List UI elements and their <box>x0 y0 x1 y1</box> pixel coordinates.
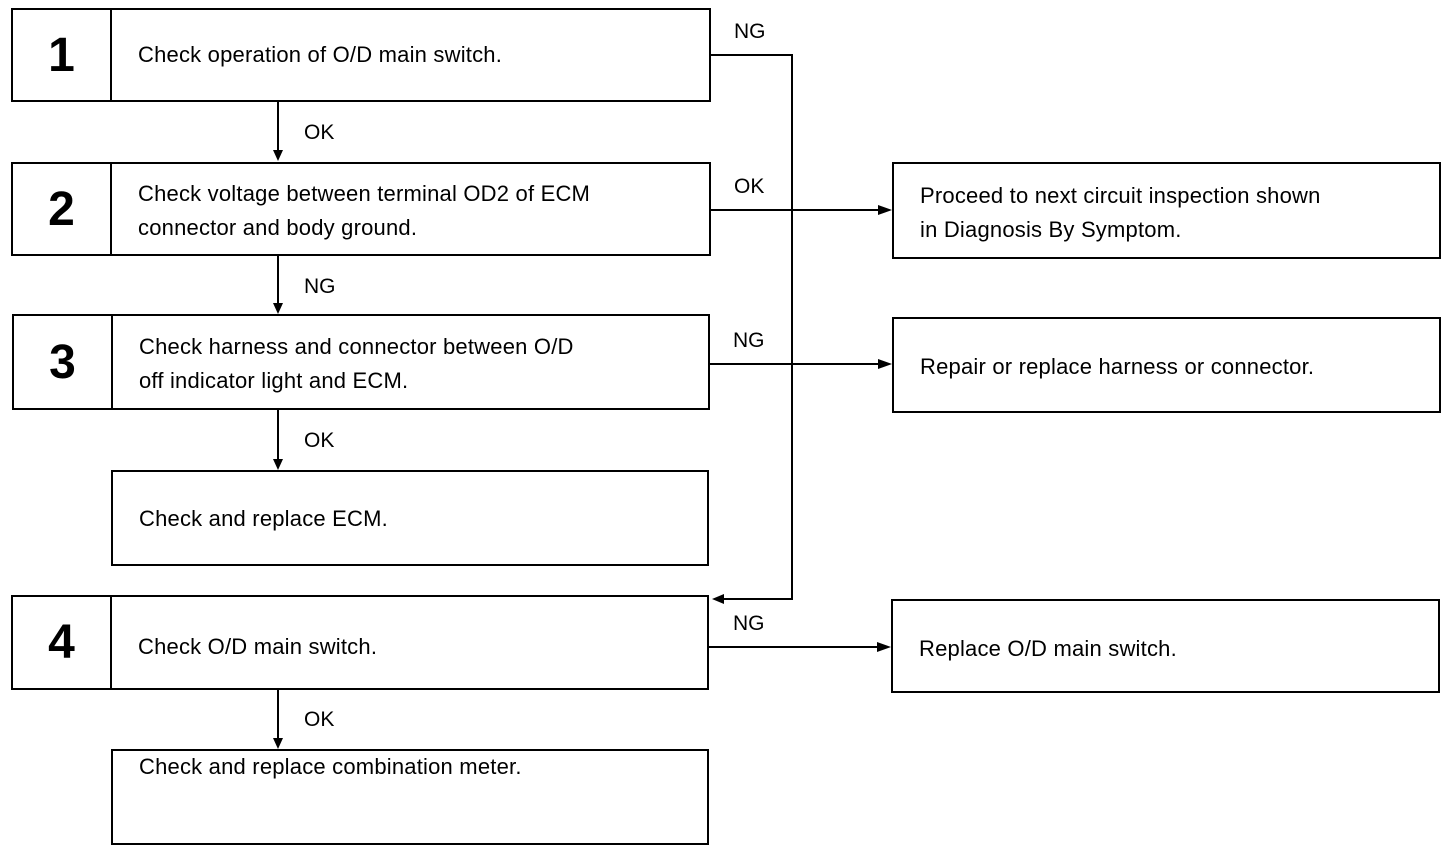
result-replace-ecm-text: Check and replace ECM. <box>139 506 388 531</box>
step-3-box <box>12 314 710 410</box>
connector-1-to-4 <box>710 54 793 600</box>
step-2-box <box>11 162 711 256</box>
result-next-circuit-box <box>892 162 1441 259</box>
arrowhead-2-to-next <box>878 205 892 215</box>
result-next-circuit-text: Proceed to next circuit inspection shown… <box>920 183 1321 242</box>
label-ng-4-replace: NG <box>733 612 765 635</box>
arrowhead-4-to-replace <box>877 642 891 652</box>
label-ok-4-meter: OK <box>304 708 335 731</box>
result-repair-harness-box <box>892 317 1441 413</box>
step-2-number: 2 <box>11 162 112 256</box>
label-ng-2-3: NG <box>304 275 336 298</box>
step-3-number: 3 <box>12 314 113 410</box>
result-repair-harness-text: Repair or replace harness or connector. <box>920 354 1315 379</box>
arrowhead-2-to-3 <box>273 303 283 314</box>
result-replace-switch-text: Replace O/D main switch. <box>919 636 1177 661</box>
arrowhead-3-to-repair <box>878 359 892 369</box>
label-ng-1-4: NG <box>734 20 766 43</box>
step-4-number: 4 <box>11 595 112 690</box>
step-1-number: 1 <box>11 8 112 102</box>
result-replace-meter-box <box>111 749 709 845</box>
arrowhead-1-to-4 <box>712 594 724 604</box>
step-2-text: Check voltage between terminal OD2 of EC… <box>138 181 591 240</box>
step-4-box <box>11 595 709 690</box>
label-ok-1-2: OK <box>304 121 335 144</box>
step-1-text: Check operation of O/D main switch. <box>138 42 503 67</box>
arrowhead-3-to-ecm <box>273 459 283 470</box>
step-4-text: Check O/D main switch. <box>138 634 378 659</box>
arrowhead-1-to-2 <box>273 150 283 161</box>
label-ng-3-repair: NG <box>733 329 765 352</box>
label-ok-3-ecm: OK <box>304 429 335 452</box>
result-replace-ecm-box <box>111 470 709 566</box>
arrowhead-4-to-meter <box>273 738 283 749</box>
result-replace-switch-box <box>891 599 1440 693</box>
result-replace-meter-text: Check and replace combination meter. <box>139 754 522 779</box>
label-ok-2-next: OK <box>734 175 765 198</box>
step-3-text: Check harness and connector between O/D … <box>139 334 574 393</box>
